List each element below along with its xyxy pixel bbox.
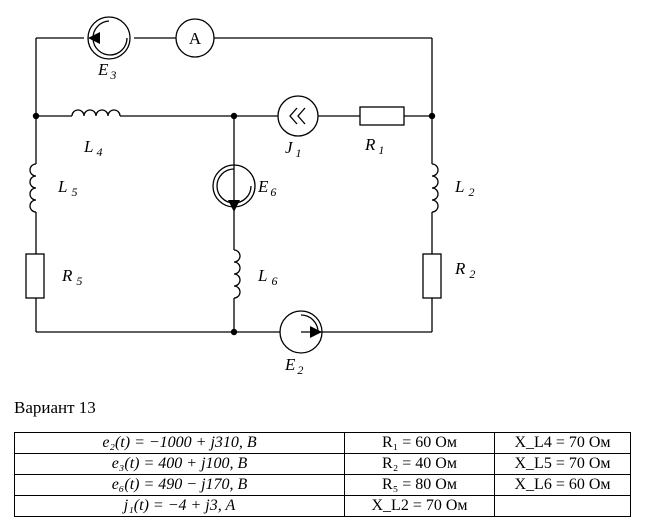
table-cell: X_L5 = 70 Ом — [494, 453, 631, 475]
arrow-e2 — [310, 326, 322, 338]
table-row: e₆(t) = 490 − j170, B R₅ = 80 Ом X_L6 = … — [14, 474, 631, 496]
table-cell: R₅ = 80 Ом — [344, 474, 495, 496]
resistor-r1 — [359, 106, 405, 126]
table-cell: e₃(t) = 400 + j100, B — [14, 453, 345, 475]
inductor-l5 — [29, 163, 37, 213]
table-cell — [494, 495, 631, 517]
table-cell: e₂(t) = −1000 + j310, B — [14, 432, 345, 454]
variant-label: Вариант 13 — [14, 398, 96, 417]
table-cell: R₁ = 60 Ом — [344, 432, 495, 454]
parameters-table: e₂(t) = −1000 + j310, B R₁ = 60 Ом X_L4 … — [14, 432, 631, 517]
table-cell: j₁(t) = −4 + j3, A — [14, 495, 345, 517]
resistor-r5 — [25, 253, 45, 299]
j1-arrow — [289, 107, 306, 125]
inductor-l6 — [233, 249, 241, 299]
table-cell: X_L4 = 70 Ом — [494, 432, 631, 454]
node-dot — [230, 328, 238, 336]
resistor-r2 — [422, 253, 442, 299]
arrow-e3 — [88, 32, 100, 44]
inductor-l2 — [431, 163, 439, 213]
inductor-l4 — [71, 109, 121, 117]
node-dot — [32, 112, 40, 120]
table-row: e₃(t) = 400 + j100, B R₂ = 40 Ом X_L5 = … — [14, 453, 631, 475]
arrow-e6 — [228, 200, 240, 212]
node-dot — [428, 112, 436, 120]
table-row: j₁(t) = −4 + j3, A X_L2 = 70 Ом — [14, 495, 631, 517]
table-cell: X_L6 = 60 Ом — [494, 474, 631, 496]
node-dot — [230, 112, 238, 120]
table-cell: X_L2 = 70 Ом — [344, 495, 495, 517]
table-row: e₂(t) = −1000 + j310, B R₁ = 60 Ом X_L4 … — [14, 432, 631, 454]
ammeter-label: A — [189, 29, 202, 48]
table-cell: e₆(t) = 490 − j170, B — [14, 474, 345, 496]
table-cell: R₂ = 40 Ом — [344, 453, 495, 475]
ammeter — [175, 18, 215, 58]
